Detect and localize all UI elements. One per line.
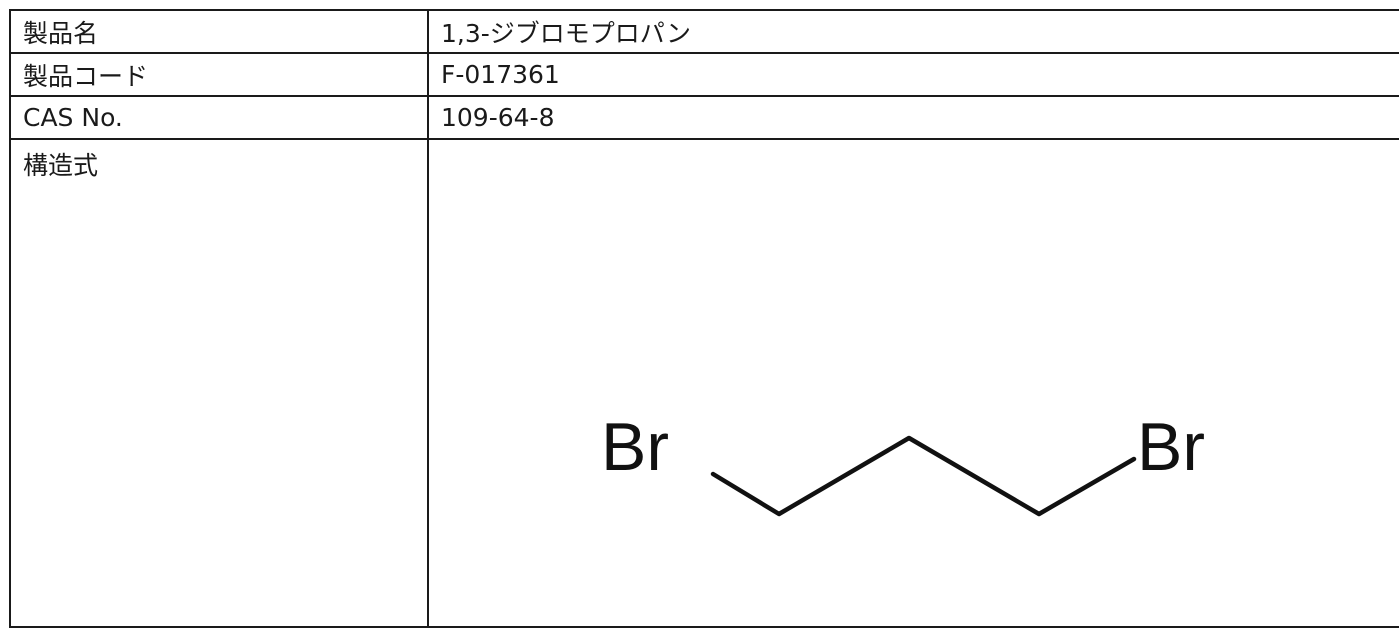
value-product-name: 1,3-ジブロモプロパン xyxy=(427,9,1399,54)
product-spec-sheet: 製品名 1,3-ジブロモプロパン 製品コード F-017361 CAS No. … xyxy=(9,9,1399,628)
row-cas-number: CAS No. 109-64-8 xyxy=(9,95,1399,140)
value-cas-number: 109-64-8 xyxy=(427,95,1399,140)
value-product-code: F-017361 xyxy=(427,52,1399,97)
row-product-code: 製品コード F-017361 xyxy=(9,52,1399,97)
label-product-name: 製品名 xyxy=(9,9,429,54)
structural-formula-image: Br Br xyxy=(601,409,1205,517)
product-info-table: 製品名 1,3-ジブロモプロパン 製品コード F-017361 CAS No. … xyxy=(9,9,1399,628)
label-structural-formula: 構造式 xyxy=(9,138,429,628)
row-structural-formula: 構造式 Br Br xyxy=(9,138,1399,628)
label-cas-number: CAS No. xyxy=(9,95,429,140)
carbon-chain-bonds xyxy=(710,435,1137,517)
structural-formula-cell: Br Br xyxy=(427,138,1399,628)
atom-bromine-right: Br xyxy=(1137,409,1205,485)
label-product-code: 製品コード xyxy=(9,52,429,97)
atom-bromine-left: Br xyxy=(601,409,669,485)
row-product-name: 製品名 1,3-ジブロモプロパン xyxy=(9,9,1399,54)
